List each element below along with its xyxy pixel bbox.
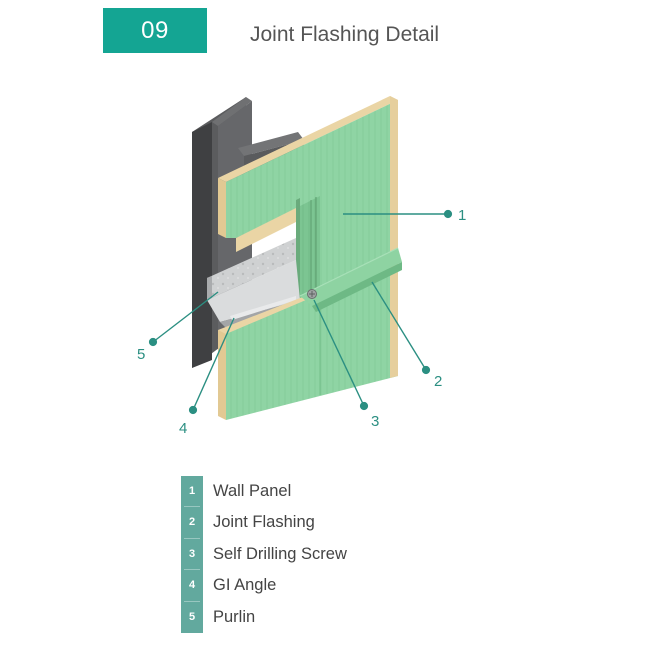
callout-3: 3 — [371, 413, 379, 430]
panel-edge — [390, 96, 398, 378]
leader-line-5 — [152, 291, 219, 343]
joint-flashing — [299, 247, 402, 312]
leader-dot-3 — [359, 401, 369, 411]
callout-4: 4 — [179, 420, 187, 437]
leader-dot-4 — [188, 405, 198, 415]
legend-item: 2 Joint Flashing — [181, 507, 481, 540]
legend-label: GI Angle — [213, 576, 277, 595]
leader-line-3 — [313, 299, 365, 407]
leader-line-4 — [192, 317, 235, 411]
leader-dot-5 — [148, 337, 158, 347]
legend-item: 1 Wall Panel — [181, 476, 481, 508]
component-legend: 1 Wall Panel 2 Joint Flashing 3 Self Dri… — [181, 476, 481, 633]
legend-item: 4 GI Angle — [181, 570, 481, 602]
legend-number: 2 — [181, 507, 203, 540]
legend-item: 5 Purlin — [181, 601, 481, 633]
legend-number: 3 — [181, 538, 203, 571]
leader-line-2 — [371, 281, 427, 371]
legend-label: Self Drilling Screw — [213, 544, 347, 563]
legend-label: Joint Flashing — [213, 513, 315, 532]
legend-number: 5 — [181, 601, 203, 633]
legend-label: Wall Panel — [213, 482, 292, 500]
detail-title: Joint Flashing Detail — [250, 23, 440, 46]
detail-number-badge: 09 — [103, 8, 207, 53]
leader-dot-2 — [421, 365, 431, 375]
upper-wall-panel — [218, 96, 398, 286]
legend-number: 1 — [181, 476, 203, 508]
callout-5: 5 — [137, 346, 145, 363]
legend-label: Purlin — [213, 607, 256, 626]
legend-item: 3 Self Drilling Screw — [181, 538, 481, 571]
legend-number: 4 — [181, 570, 203, 602]
callout-2: 2 — [434, 373, 442, 390]
self-drilling-screw — [307, 289, 317, 299]
leader-dot-1 — [443, 209, 453, 219]
leader-lines — [148, 209, 453, 415]
callout-1: 1 — [458, 207, 466, 224]
